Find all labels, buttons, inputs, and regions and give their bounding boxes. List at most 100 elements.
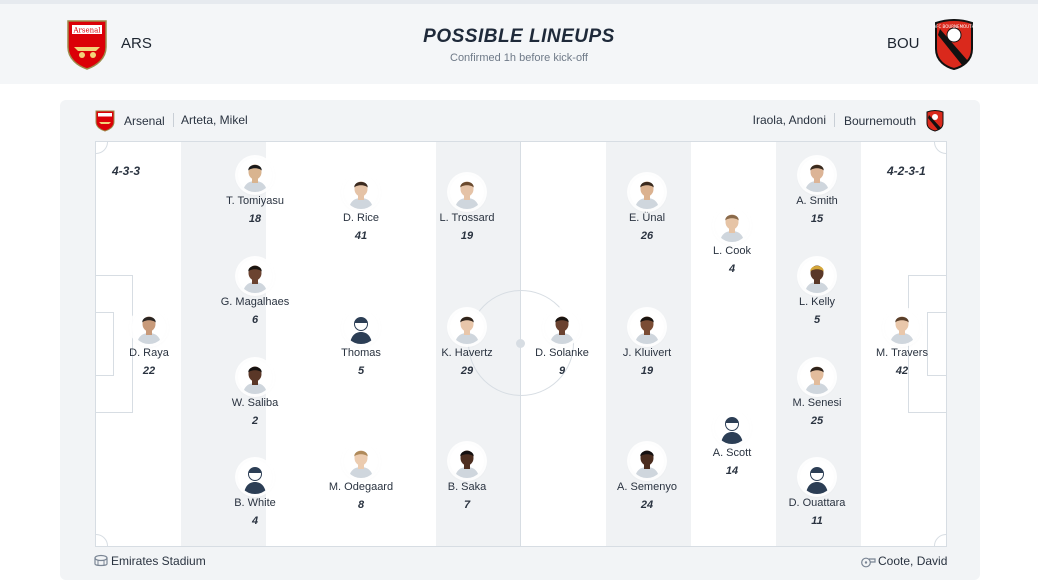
player-card[interactable]: L. Trossard 19 xyxy=(412,175,522,242)
player-card[interactable]: G. Magalhaes 6 xyxy=(200,259,310,326)
arsenal-small-crest-icon xyxy=(95,110,115,137)
player-number: 19 xyxy=(460,230,474,242)
player-photo xyxy=(238,158,272,192)
center-spot xyxy=(516,339,525,348)
player-card[interactable]: L. Cook 4 xyxy=(677,208,787,275)
player-card[interactable]: Thomas 5 xyxy=(306,310,416,377)
player-name: K. Havertz xyxy=(441,347,493,359)
player-number: 41 xyxy=(354,230,368,242)
player-name: D. Raya xyxy=(129,347,169,359)
player-card[interactable]: D. Raya 22 xyxy=(94,310,204,377)
player-name: W. Saliba xyxy=(231,397,279,409)
player-card[interactable]: D. Solanke 9 xyxy=(507,310,617,377)
player-name: L. Trossard xyxy=(439,212,495,224)
player-photo xyxy=(630,310,664,344)
player-photo xyxy=(715,208,749,242)
player-name: D. Solanke xyxy=(535,347,589,359)
player-photo xyxy=(238,360,272,394)
player-card[interactable]: B. White 4 xyxy=(200,460,310,527)
player-name: M. Odegaard xyxy=(328,481,394,493)
corner-arc xyxy=(96,142,108,154)
player-number: 6 xyxy=(251,314,259,326)
player-number: 2 xyxy=(251,415,259,427)
player-name: T. Tomiyasu xyxy=(226,195,284,207)
player-photo xyxy=(450,175,484,209)
player-name: M. Travers xyxy=(876,347,928,359)
player-photo xyxy=(885,310,919,344)
whistle-icon xyxy=(860,555,876,573)
home-manager-name: Arteta, Mikel xyxy=(181,113,248,127)
player-number: 25 xyxy=(810,415,824,427)
divider xyxy=(173,113,174,127)
arsenal-crest-icon: Arsenal xyxy=(66,19,108,76)
stadium-name: Emirates Stadium xyxy=(111,554,206,568)
player-photo xyxy=(344,444,378,478)
player-number: 15 xyxy=(810,213,824,225)
player-card[interactable]: D. Rice 41 xyxy=(306,175,416,242)
player-photo xyxy=(450,444,484,478)
player-number: 42 xyxy=(895,365,909,377)
player-name: J. Kluivert xyxy=(622,347,672,359)
player-card[interactable]: M. Travers 42 xyxy=(847,310,957,377)
player-number: 14 xyxy=(725,465,739,477)
bournemouth-small-crest-icon xyxy=(925,110,945,137)
player-photo xyxy=(800,158,834,192)
player-card[interactable]: A. Scott 14 xyxy=(677,410,787,477)
player-name: E. Ünal xyxy=(628,212,666,224)
referee-name: Coote, David xyxy=(878,554,948,568)
player-card[interactable]: W. Saliba 2 xyxy=(200,360,310,427)
corner-arc xyxy=(934,142,946,154)
home-goal-box xyxy=(96,312,114,376)
player-name: Thomas xyxy=(341,347,381,359)
player-number: 9 xyxy=(558,365,566,377)
page-title: POSSIBLE LINEUPS xyxy=(423,26,615,47)
away-penalty-box xyxy=(908,275,946,413)
player-photo xyxy=(800,360,834,394)
player-number: 4 xyxy=(728,263,736,275)
player-number: 5 xyxy=(357,365,365,377)
home-penalty-box xyxy=(96,275,133,413)
player-name: D. Rice xyxy=(342,212,380,224)
pitch-stripe xyxy=(606,142,691,546)
player-name: B. White xyxy=(234,497,276,509)
player-number: 22 xyxy=(142,365,156,377)
svg-text:AFC BOURNEMOUTH: AFC BOURNEMOUTH xyxy=(933,24,974,29)
player-card[interactable]: A. Semenyo 24 xyxy=(592,444,702,511)
away-goal-box xyxy=(927,312,946,376)
player-card[interactable]: J. Kluivert 19 xyxy=(592,310,702,377)
lineups-header: Arsenal ARS POSSIBLE LINEUPS Confirmed 1… xyxy=(0,4,1038,84)
player-number: 19 xyxy=(640,365,654,377)
top-strip xyxy=(0,0,1038,4)
player-name: A. Scott xyxy=(712,447,752,459)
svg-text:Arsenal: Arsenal xyxy=(72,27,101,35)
divider xyxy=(834,113,835,127)
away-team-code: BOU xyxy=(887,35,920,52)
page-subtitle: Confirmed 1h before kick-off xyxy=(450,52,588,64)
player-name: G. Magalhaes xyxy=(220,296,290,308)
player-card[interactable]: E. Ünal 26 xyxy=(592,175,702,242)
corner-arc xyxy=(934,534,946,546)
corner-arc xyxy=(96,534,108,546)
player-photo xyxy=(800,259,834,293)
player-number: 7 xyxy=(463,499,471,511)
player-photo xyxy=(545,310,579,344)
player-card[interactable]: T. Tomiyasu 18 xyxy=(200,158,310,225)
player-number: 24 xyxy=(640,499,654,511)
player-photo xyxy=(238,259,272,293)
player-number: 4 xyxy=(251,515,259,527)
player-number: 18 xyxy=(248,213,262,225)
player-number: 26 xyxy=(640,230,654,242)
player-photo xyxy=(344,175,378,209)
player-number: 11 xyxy=(811,515,823,527)
home-team-name: Arsenal xyxy=(124,114,165,128)
player-name: L. Cook xyxy=(713,245,751,257)
player-name: A. Semenyo xyxy=(617,481,677,493)
player-photo xyxy=(630,444,664,478)
